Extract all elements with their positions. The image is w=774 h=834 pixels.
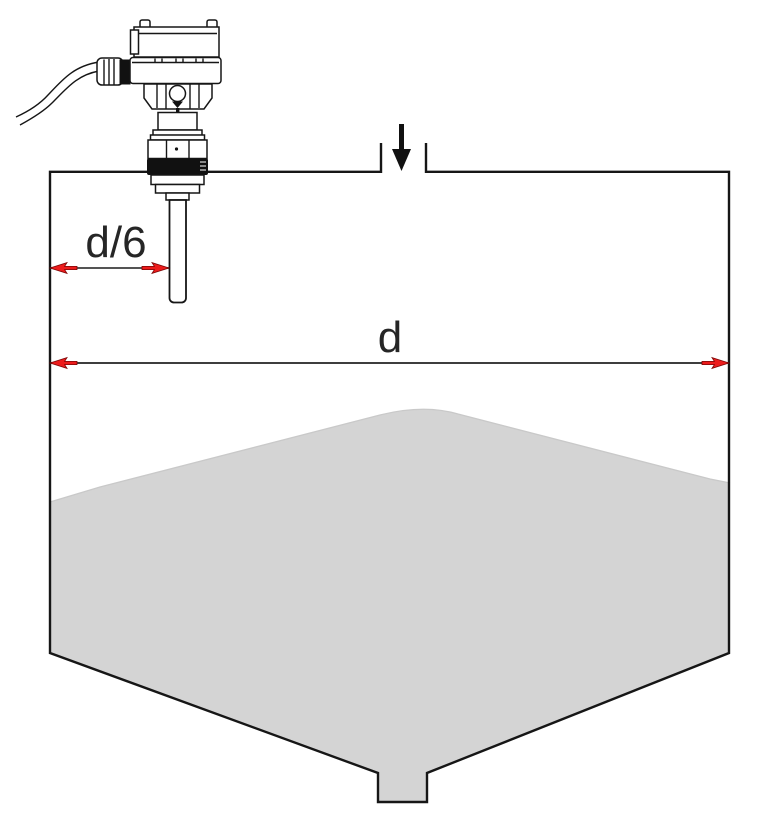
indicator-window bbox=[168, 84, 187, 103]
material-pile bbox=[50, 409, 730, 801]
d-label: d bbox=[378, 313, 402, 362]
mounting-hex-nut bbox=[147, 139, 208, 160]
d6-label: d/6 bbox=[85, 218, 146, 267]
mounting-neck bbox=[149, 111, 206, 141]
d6-arrow-left-icon bbox=[48, 261, 78, 275]
probe-rod bbox=[168, 199, 187, 304]
d-arrow-right-icon bbox=[701, 356, 731, 370]
sensor-housing bbox=[129, 56, 222, 85]
d6-arrow-right-icon bbox=[141, 261, 171, 275]
sensor-lid bbox=[129, 19, 220, 58]
sensor-cable bbox=[15, 61, 100, 126]
level-sensor bbox=[15, 19, 222, 304]
probe-assembly bbox=[150, 174, 205, 304]
material bbox=[49, 408, 731, 801]
silo bbox=[48, 124, 731, 804]
lid-hinge bbox=[129, 29, 140, 55]
threaded-bushing bbox=[147, 158, 208, 175]
silo-outline bbox=[48, 143, 731, 804]
d-arrow-left-icon bbox=[48, 356, 78, 370]
dimension-d: d bbox=[48, 313, 731, 370]
material-surface-edge bbox=[49, 408, 731, 503]
cable-gland bbox=[96, 57, 131, 86]
inlet-arrow-icon bbox=[392, 124, 411, 171]
dimension-d6: d/6 bbox=[48, 218, 171, 275]
